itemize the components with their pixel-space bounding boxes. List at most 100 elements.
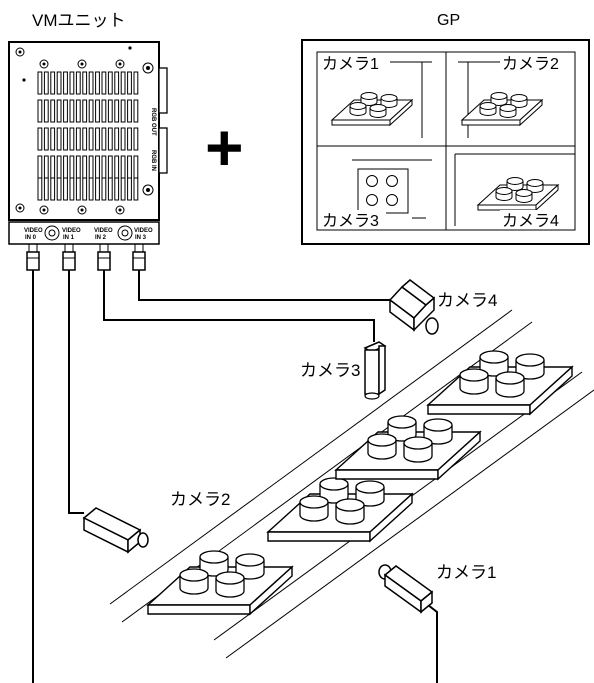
vent-slat xyxy=(114,155,120,179)
video-in0-label-2: IN 0 xyxy=(25,235,37,241)
gp-quadrant-label-3: カメラ3 xyxy=(322,213,379,230)
vent-slat xyxy=(82,177,88,201)
vent-slat xyxy=(43,99,49,123)
video-in3-label-2: IN 3 xyxy=(135,235,147,241)
vent-slat xyxy=(88,155,94,179)
rgb-out-label: RGB OUT xyxy=(150,108,156,136)
vent-slat xyxy=(95,99,100,123)
vent-slat xyxy=(69,155,75,179)
vent-slat xyxy=(133,127,139,151)
vent-slat xyxy=(75,127,81,151)
vent-slat xyxy=(114,71,120,95)
rgb-in-label: RGB IN xyxy=(150,150,156,171)
vent-slat xyxy=(114,127,120,151)
gp-quadrant-label-2: カメラ2 xyxy=(502,56,559,73)
gp-title: GP xyxy=(437,12,460,29)
vent-slat xyxy=(50,177,56,201)
vent-slat xyxy=(50,71,56,95)
vent-slat xyxy=(63,71,68,95)
vent-slat xyxy=(133,71,139,95)
vent-slat xyxy=(56,155,62,179)
vent-slat xyxy=(37,177,43,201)
vent-slat xyxy=(63,127,68,151)
vent-slat xyxy=(120,127,126,151)
vent-slat xyxy=(88,127,94,151)
camera-1-label: カメラ1 xyxy=(436,563,496,582)
vent-slat xyxy=(133,155,139,179)
gp-quadrant-label-1: カメラ1 xyxy=(322,56,379,73)
vent-slat xyxy=(133,177,139,201)
vent-slat xyxy=(37,155,43,179)
vent-slat xyxy=(120,99,126,123)
vent-slat xyxy=(75,99,81,123)
vent-slat xyxy=(101,99,107,123)
vent-slat xyxy=(95,155,100,179)
vent-slat xyxy=(56,177,62,201)
vent-slat xyxy=(43,71,49,95)
vent-slat xyxy=(82,127,88,151)
vent-slat xyxy=(75,155,81,179)
video-in3-label-1: VIDEO xyxy=(134,228,153,234)
gp-display: カメラ1 カメラ2 カメラ3 カメラ4 xyxy=(301,39,590,245)
gp-quadrant-label-4: カメラ4 xyxy=(502,213,559,230)
camera-2-icon xyxy=(82,507,149,554)
vent-slat xyxy=(50,99,56,123)
vent-slat xyxy=(82,99,88,123)
vent-slat xyxy=(50,127,56,151)
video-in1-label-2: IN 1 xyxy=(63,235,75,241)
vent-slat xyxy=(82,155,88,179)
vent-slat xyxy=(107,71,113,95)
vent-slat xyxy=(69,71,75,95)
workpieces xyxy=(148,351,572,614)
vent-slat xyxy=(114,177,120,201)
vent-slat xyxy=(107,155,113,179)
video-in2-label-2: IN 2 xyxy=(95,235,107,241)
vent-slat xyxy=(107,177,113,201)
vent-slat xyxy=(88,71,94,95)
camera-3-label: カメラ3 xyxy=(300,361,360,380)
vent-slat xyxy=(127,99,132,123)
video-in1-label-1: VIDEO xyxy=(62,228,81,234)
vent-slat xyxy=(75,177,81,201)
vent-slat xyxy=(101,155,107,179)
vent-slat xyxy=(107,99,113,123)
vent-slat xyxy=(43,127,49,151)
vent-slat xyxy=(127,127,132,151)
vent-slat xyxy=(101,177,107,201)
vent-slat xyxy=(101,71,107,95)
vent-slat xyxy=(120,177,126,201)
plus-sign: + xyxy=(205,110,244,184)
vent-slat xyxy=(37,127,43,151)
vent-slat xyxy=(95,177,100,201)
camera-4-icon xyxy=(388,279,439,335)
camera-2-label: カメラ2 xyxy=(170,490,230,509)
vent-slat xyxy=(88,177,94,201)
vent-slat xyxy=(114,99,120,123)
vent-slat xyxy=(37,71,43,95)
vent-grille xyxy=(37,71,139,201)
vent-slat xyxy=(69,127,75,151)
vent-slat xyxy=(56,71,62,95)
vm-unit-title: VMユニット xyxy=(32,11,126,30)
vent-slat xyxy=(127,155,132,179)
vent-slat xyxy=(50,155,56,179)
vent-slat xyxy=(69,177,75,201)
camera-3-icon xyxy=(363,341,387,400)
vent-slat xyxy=(95,71,100,95)
vent-slat xyxy=(88,99,94,123)
vent-slat xyxy=(127,71,132,95)
vent-slat xyxy=(120,71,126,95)
cables xyxy=(32,270,438,683)
vent-slat xyxy=(56,127,62,151)
bnc-connectors xyxy=(26,243,146,271)
vent-slat xyxy=(43,155,49,179)
vent-slat xyxy=(82,71,88,95)
vent-slat xyxy=(69,99,75,123)
video-in0-label-1: VIDEO xyxy=(24,228,43,234)
vent-slat xyxy=(63,177,68,201)
vent-slat xyxy=(133,99,139,123)
camera-4-label: カメラ4 xyxy=(437,291,497,310)
vent-slat xyxy=(56,99,62,123)
camera-1-icon xyxy=(378,564,434,614)
